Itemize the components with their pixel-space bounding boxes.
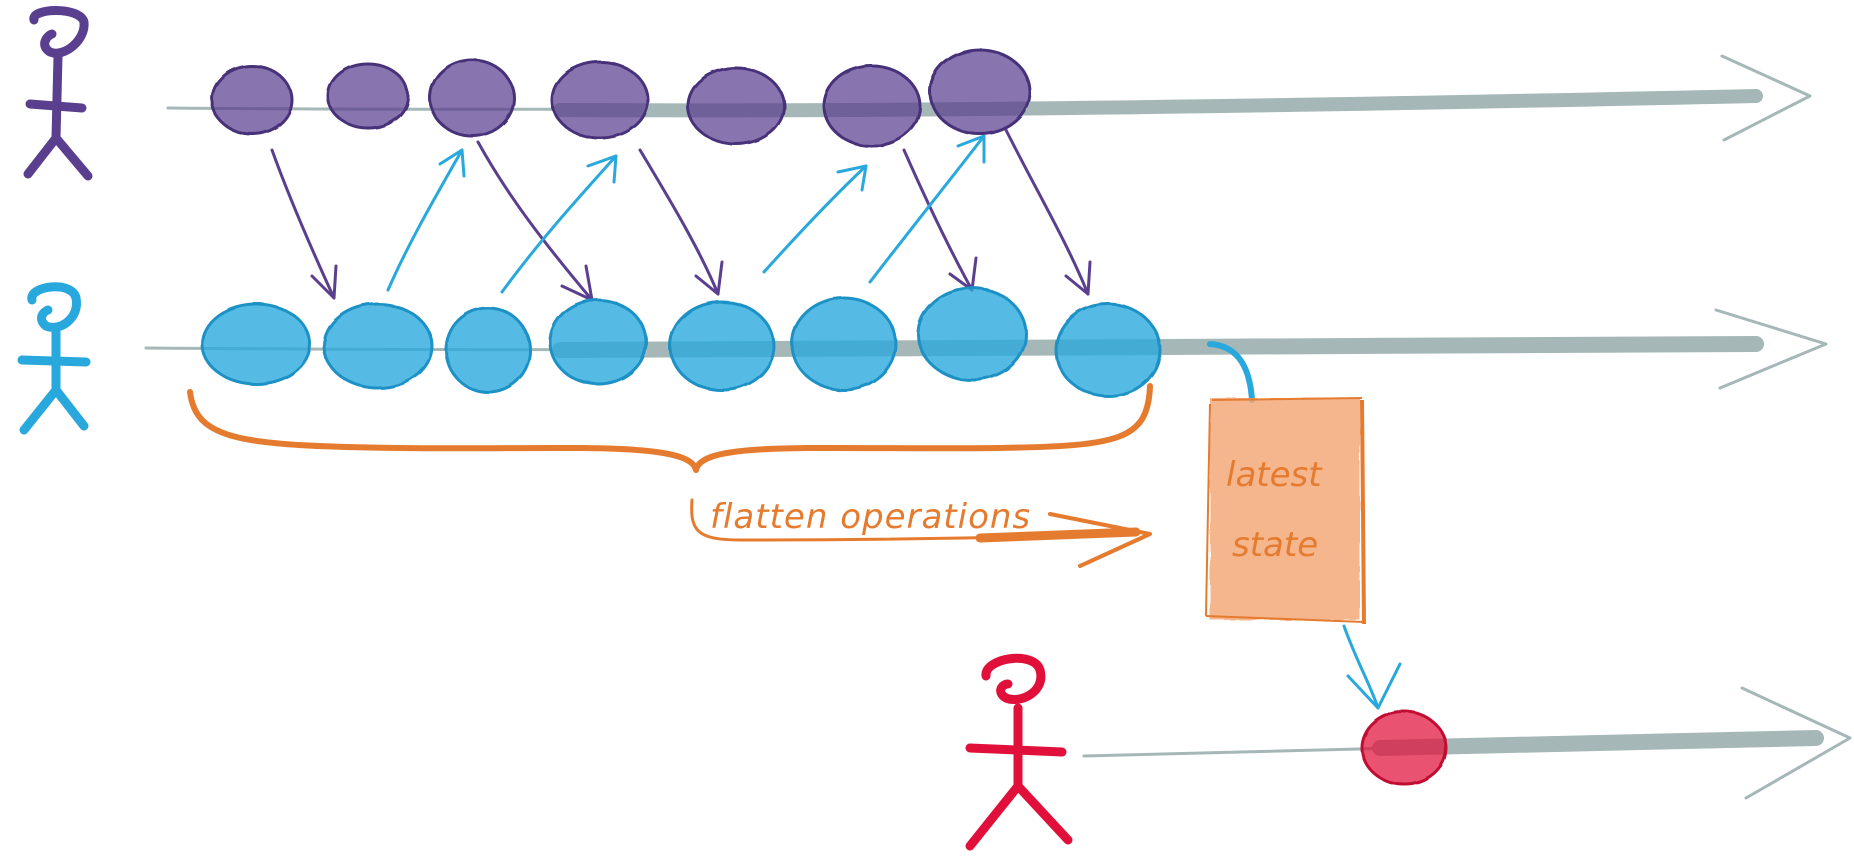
- operation-node: [790, 296, 898, 392]
- arrowhead-icon: [1740, 686, 1852, 800]
- operation-node: [686, 66, 786, 146]
- operation-node: [668, 300, 776, 392]
- operation-node-user-c: [1360, 710, 1448, 786]
- stick-figure-icon: [965, 653, 1073, 851]
- operations-user-b: [200, 286, 1162, 398]
- arrowhead-icon: [1714, 308, 1828, 390]
- operation-node: [322, 302, 434, 390]
- sync-arrows-b-to-a: [386, 134, 986, 294]
- operation-node: [822, 64, 922, 148]
- sync-arrows-a-to-b: [270, 128, 1092, 302]
- operation-node: [928, 48, 1032, 136]
- operation-node: [444, 306, 532, 394]
- operations-user-a: [210, 48, 1032, 148]
- state-label-line2: state: [1232, 525, 1318, 565]
- flatten-label-group: flatten operations: [690, 497, 1152, 568]
- stick-figure-icon: [17, 282, 91, 435]
- operation-node: [916, 286, 1028, 382]
- state-label-line1: latest: [1226, 455, 1323, 495]
- flatten-label: flatten operations: [710, 497, 1031, 537]
- latest-state-box: latest state: [1205, 397, 1366, 625]
- operation-node: [428, 58, 516, 138]
- operation-node: [1054, 302, 1162, 398]
- arrowhead-icon: [1048, 512, 1152, 568]
- operation-node: [210, 64, 294, 136]
- operation-node: [550, 60, 650, 140]
- flatten-brace: [187, 383, 1153, 473]
- operation-node: [200, 302, 312, 386]
- state-link-arrow: [1207, 341, 1255, 403]
- stick-figure-icon: [23, 6, 93, 181]
- timeline-user-c: [1082, 686, 1852, 800]
- operation-node: [548, 298, 648, 386]
- arrowhead-icon: [1720, 54, 1812, 142]
- state-to-user-c-arrow: [1342, 624, 1402, 710]
- operation-node: [326, 62, 410, 130]
